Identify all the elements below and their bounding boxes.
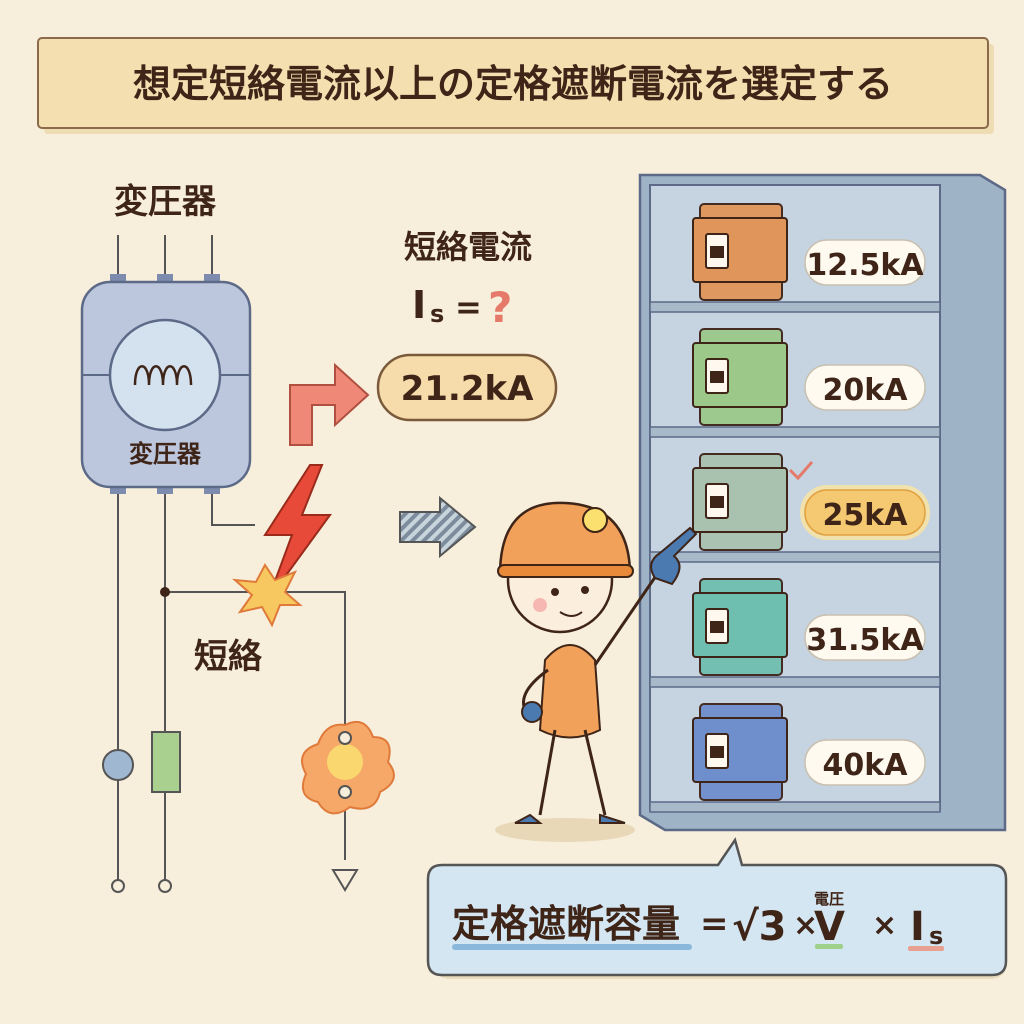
shelf	[649, 426, 941, 438]
formula-current: I	[910, 904, 925, 950]
breaker-row[interactable]: 20kA	[649, 328, 941, 438]
rating-pill	[804, 364, 926, 411]
circuit-breaker-icon[interactable]	[692, 203, 788, 301]
breaker-rating: 12.5kA	[806, 248, 924, 283]
svg-text:=: =	[455, 288, 482, 326]
fault-label: 短絡	[194, 637, 263, 677]
svg-text:?: ?	[488, 283, 512, 332]
rating-pill	[804, 739, 926, 786]
meter-icon	[102, 749, 134, 781]
breaker-rating: 20kA	[823, 373, 909, 408]
shelf	[649, 676, 941, 688]
spark-icon	[232, 563, 303, 628]
circuit-breaker-icon[interactable]	[692, 703, 788, 801]
formula-times-1: ×	[793, 908, 818, 943]
circuit-breaker-icon[interactable]	[692, 453, 788, 551]
shelf	[649, 301, 941, 313]
transformer-icon: 変圧器	[80, 274, 252, 494]
breaker-row[interactable]: 31.5kA	[649, 578, 941, 688]
formula-sqrt3: √3	[732, 904, 787, 950]
arrow-icon	[289, 362, 370, 446]
title: 想定短絡電流以上の定格遮断電流を選定する	[133, 62, 893, 106]
rating-pill	[804, 614, 926, 661]
shelf	[649, 551, 941, 563]
breaker-row[interactable]: 25kA	[649, 453, 941, 563]
breaker-row[interactable]: 40kA	[649, 703, 941, 813]
shelf	[649, 801, 941, 813]
formula-current-sub: s	[929, 922, 943, 950]
short-circuit-heading: 短絡電流	[404, 228, 532, 266]
transformer-label: 変圧器	[129, 440, 202, 468]
formula-voltage: V	[814, 904, 845, 950]
title-banner: 想定短絡電流以上の定格遮断電流を選定する	[37, 37, 994, 134]
current-symbol: I s = ?	[412, 283, 512, 332]
circuit-breaker-icon[interactable]	[692, 578, 788, 676]
breaker-rating: 40kA	[823, 748, 909, 783]
short-circuit-value: 21.2kA	[401, 369, 534, 409]
formula-lhs: 定格遮断容量	[452, 902, 680, 946]
breaker-rating: 31.5kA	[806, 623, 924, 658]
check-icon	[788, 461, 814, 481]
worker-figure	[495, 501, 698, 842]
ground-icon	[331, 869, 359, 892]
svg-text:I: I	[412, 283, 426, 327]
rating-pill	[804, 239, 926, 286]
load-icon	[151, 731, 181, 793]
formula-voltage-note: 電圧	[814, 890, 844, 908]
breaker-rating: 25kA	[823, 498, 909, 533]
transformer-heading: 変圧器	[114, 182, 217, 222]
explosion-icon	[301, 721, 395, 815]
rating-pill	[804, 489, 926, 536]
breaker-row[interactable]: 12.5kA	[649, 203, 941, 313]
circuit-breaker-icon[interactable]	[692, 328, 788, 426]
striped-arrow-icon	[399, 495, 477, 559]
formula-equals: =	[700, 904, 729, 944]
formula-box: 定格遮断容量 = √3 × 電圧 V × I s	[426, 837, 1008, 979]
lightning-icon	[263, 464, 332, 601]
formula-times-2: ×	[872, 908, 897, 943]
svg-text:s: s	[430, 300, 444, 328]
